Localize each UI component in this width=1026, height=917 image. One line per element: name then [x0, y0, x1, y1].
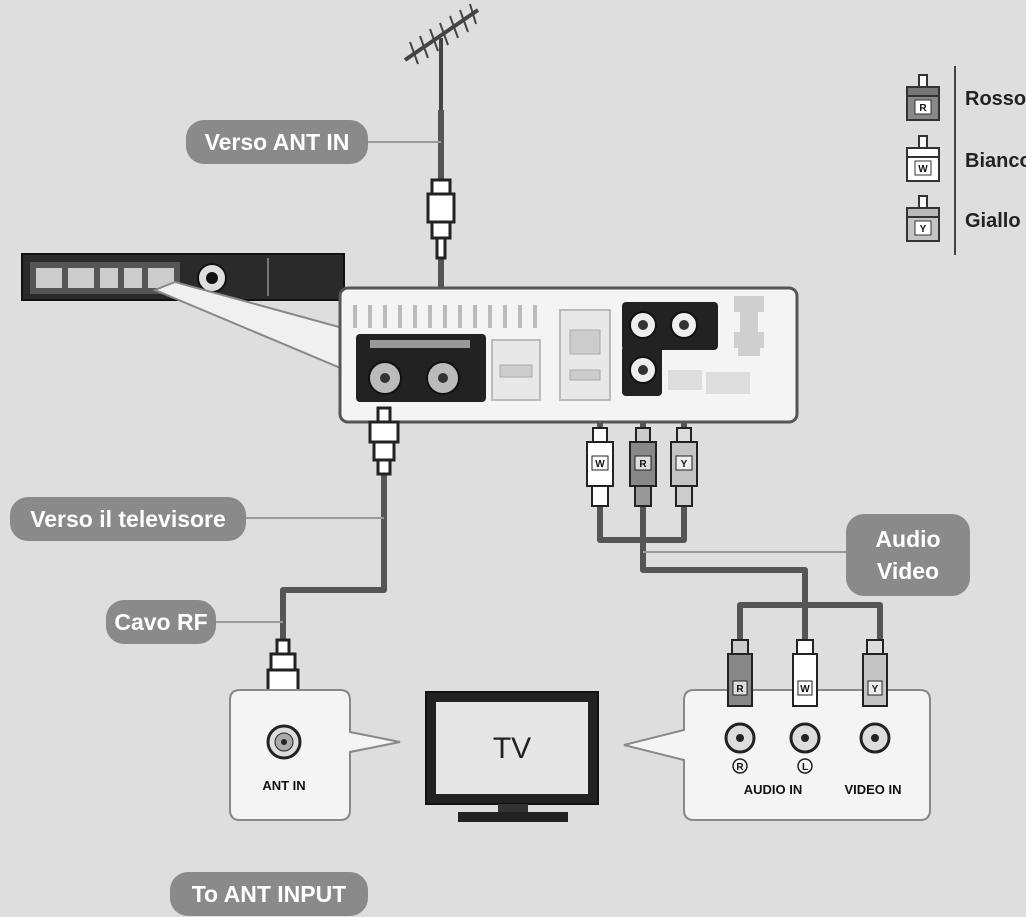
svg-text:W: W	[595, 459, 605, 470]
rca-plug-yellow-icon: Y	[670, 427, 698, 507]
callout-verso-televisore: Verso il televisore	[10, 497, 246, 541]
coax-plug-antenna-icon	[426, 178, 456, 260]
callout-cavo-rf: Cavo RF	[106, 600, 216, 644]
svg-text:Y: Y	[872, 684, 879, 695]
svg-text:Video: Video	[877, 558, 939, 584]
video-in-label: VIDEO IN	[844, 782, 901, 797]
svg-text:Y: Y	[681, 459, 688, 470]
legend-label-giallo: Giallo	[965, 210, 1021, 232]
ant-in-label: ANT IN	[262, 778, 305, 793]
callout-to-ant-input: To ANT INPUT	[170, 872, 368, 916]
legend-label-bianco: Bianco	[965, 150, 1026, 172]
svg-text:Audio: Audio	[875, 526, 940, 552]
svg-text:R: R	[736, 684, 744, 695]
tv-rca-plug-white-icon: W	[792, 639, 818, 707]
legend-plug-white-icon: W	[906, 135, 940, 182]
svg-text:Y: Y	[920, 224, 927, 235]
rf-cable	[280, 470, 387, 648]
antenna-icon	[403, 3, 480, 110]
callout-audio-video: Audio Video	[846, 514, 970, 596]
svg-text:Verso ANT IN: Verso ANT IN	[205, 129, 350, 155]
svg-text:Cavo RF: Cavo RF	[114, 609, 207, 635]
tv-icon: TV	[425, 691, 599, 822]
rca-plug-white-icon: W	[586, 427, 614, 507]
legend-plug-yellow-icon: Y	[906, 195, 940, 242]
player-rear-panel-zoomed	[338, 286, 799, 424]
tv-av-panel: R L AUDIO IN VIDEO IN	[623, 689, 931, 821]
svg-text:R: R	[919, 103, 927, 114]
tv-rca-plug-yellow-icon: Y	[862, 639, 888, 707]
svg-text:W: W	[918, 164, 928, 175]
tv-rca-plug-red-icon: R	[727, 639, 753, 707]
svg-text:L: L	[802, 762, 808, 773]
audio-in-label: AUDIO IN	[744, 782, 803, 797]
svg-text:R: R	[736, 762, 744, 773]
coax-plug-output-icon	[368, 406, 400, 476]
svg-text:Verso il televisore: Verso il televisore	[30, 506, 226, 532]
color-legend: R Rosso W Bianco Y Giallo	[906, 66, 1026, 255]
legend-plug-red-icon: R	[906, 74, 940, 121]
legend-label-rosso: Rosso	[965, 88, 1026, 110]
rca-plug-red-icon: R	[629, 427, 657, 507]
svg-text:R: R	[639, 459, 647, 470]
tv-ant-in-panel: ANT IN	[229, 689, 401, 821]
svg-text:W: W	[800, 684, 810, 695]
svg-text:To ANT INPUT: To ANT INPUT	[192, 881, 347, 907]
tv-label: TV	[493, 732, 531, 765]
callout-verso-ant-in: Verso ANT IN	[186, 120, 368, 164]
leader-lines	[215, 141, 846, 623]
